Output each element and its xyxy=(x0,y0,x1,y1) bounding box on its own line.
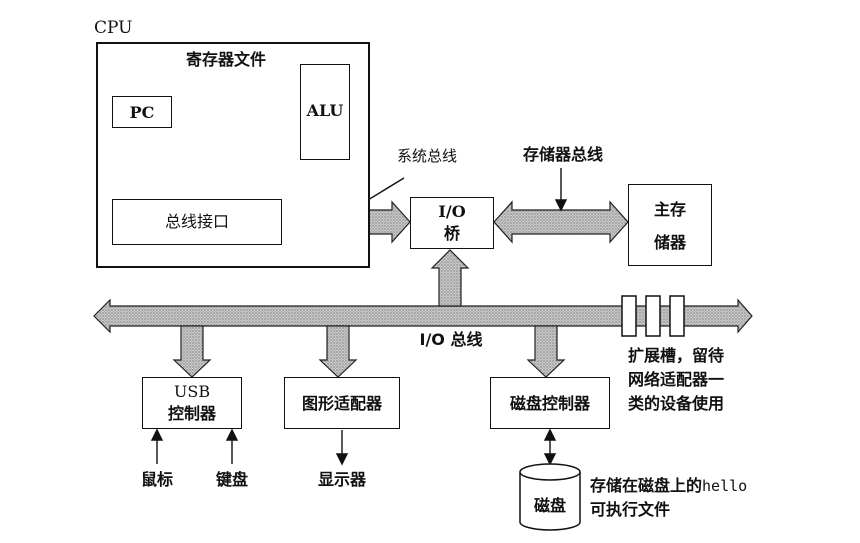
main-memory-label-line1: 主存 xyxy=(653,200,686,219)
main-memory-label-line2: 储器 xyxy=(653,233,686,252)
graphics-adapter-box xyxy=(284,377,400,429)
disk-note-prefix: 存储在磁盘上的 xyxy=(590,476,703,495)
mouse-label: 鼠标 xyxy=(140,470,173,489)
disk-controller-label: 磁盘控制器 xyxy=(509,394,590,413)
alu-box xyxy=(300,64,350,160)
disk-note-code: hello xyxy=(702,477,748,495)
pc-register xyxy=(112,96,172,128)
io-bus-arrow xyxy=(93,298,753,334)
keyboard-label: 键盘 xyxy=(215,470,248,489)
io-bridge-label-line1: I/O xyxy=(438,202,466,221)
bus-interface-label: 总线接口 xyxy=(164,212,229,231)
cpu-title: CPU xyxy=(94,18,133,38)
expansion-slots-note-line3: 类的设备使用 xyxy=(628,394,725,413)
expansion-slots-note-line1: 扩展槽，留待 xyxy=(628,346,725,365)
register-file-label: 寄存器文件 xyxy=(185,50,266,69)
usb-controller-box xyxy=(142,377,242,429)
bus-interface-box xyxy=(112,199,282,245)
system-bus-label: 系统总线 xyxy=(396,147,457,165)
graphics-link-arrow xyxy=(318,325,358,378)
disk-note-line2: 可执行文件 xyxy=(590,500,671,519)
usb-controller-label-line1: USB xyxy=(173,382,211,401)
io-bridge-label-line2: 桥 xyxy=(443,224,460,243)
io-bridge-box xyxy=(410,197,494,249)
alu-label: ALU xyxy=(306,101,344,120)
disk-label: 磁盘 xyxy=(533,496,566,515)
io-bus-label: I/O 总线 xyxy=(419,330,483,349)
expansion-slot xyxy=(645,295,661,337)
pc-label: PC xyxy=(129,103,155,122)
expansion-slot xyxy=(621,295,637,337)
graphics-adapter-label: 图形适配器 xyxy=(301,394,382,413)
expansion-slots-note-line2: 网络适配器一 xyxy=(628,370,725,389)
disk-cylinder xyxy=(519,463,581,531)
memory-bus-label: 存储器总线 xyxy=(522,145,603,164)
display-label: 显示器 xyxy=(317,470,366,489)
usb-controller-label-line2: 控制器 xyxy=(167,404,216,423)
usb-link-arrow xyxy=(172,325,212,378)
disk-note-line1: 存储在磁盘上的hello xyxy=(590,476,747,495)
disk-controller-box xyxy=(490,377,610,429)
bridge-link-arrow xyxy=(430,249,470,307)
main-memory-box xyxy=(628,184,712,266)
expansion-slots xyxy=(621,295,685,337)
expansion-slot xyxy=(669,295,685,337)
disk-controller-link-arrow xyxy=(526,325,566,378)
